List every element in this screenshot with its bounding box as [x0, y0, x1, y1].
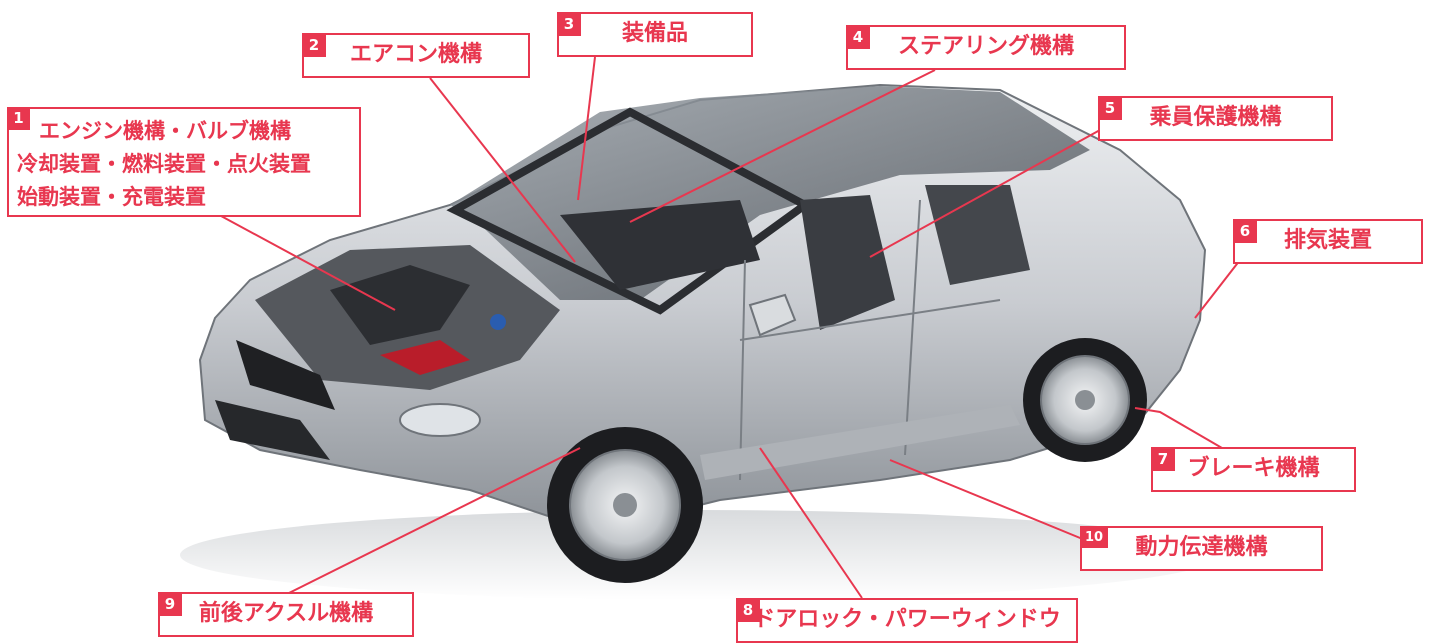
engine-block [330, 265, 470, 345]
dashboard [560, 200, 760, 290]
leader-line-5 [869, 129, 1101, 258]
leader-line-9 [284, 447, 581, 596]
leader-line-3 [577, 56, 596, 201]
leader-lines [209, 56, 1241, 599]
badge-5: 5 [1098, 96, 1122, 120]
badge-8: 8 [736, 598, 760, 622]
label-8-text: ドアロック・パワーウィンドウ [753, 607, 1061, 633]
side-sill [700, 405, 1020, 480]
leader-line-10 [889, 459, 1086, 541]
label-5-text: 乗員保護機構 [1149, 105, 1282, 131]
label-10-text: 動力伝達機構 [1135, 535, 1268, 561]
label-door-lock-power-window: ドアロック・パワーウィンドウ [736, 598, 1078, 643]
leader-line-8 [759, 447, 863, 599]
label-3-text: 装備品 [621, 21, 688, 47]
badge-2: 2 [302, 33, 326, 57]
headlight [399, 403, 481, 437]
side-mirror [748, 293, 797, 337]
label-1-line-2: 冷却装置・燃料装置・点火装置 [17, 152, 311, 176]
engine-red-parts [380, 340, 470, 375]
front-wheel [547, 427, 703, 583]
badge-3: 3 [557, 12, 581, 36]
label-2-text: エアコン機構 [349, 42, 482, 68]
leader-line-2 [429, 77, 576, 263]
label-1-line-3: 始動装置・充電装置 [17, 185, 206, 209]
label-brakes: ブレーキ機構 [1151, 447, 1356, 492]
ground-shadow [180, 510, 1220, 600]
front-seat [800, 195, 895, 330]
badge-1: 1 [7, 107, 30, 130]
badge-4: 4 [846, 25, 870, 49]
leader-line-1 [209, 209, 396, 311]
rear-seat [925, 185, 1030, 285]
label-axles: 前後アクスル機構 [158, 592, 414, 637]
label-6-text: 排気装置 [1283, 228, 1372, 254]
label-steering: ステアリング機構 [846, 25, 1126, 70]
badge-6: 6 [1233, 219, 1257, 243]
lower-intake [215, 400, 330, 460]
badge-9: 9 [158, 592, 182, 616]
leader-line-7 [1134, 407, 1223, 449]
rear-wheel [1023, 338, 1147, 462]
badge-10: 10 [1080, 526, 1108, 548]
label-air-conditioning: エアコン機構 [302, 33, 530, 78]
leader-line-4 [629, 69, 936, 223]
label-1-line-1: エンジン機構・バルブ機構 [39, 119, 291, 143]
reservoir-cap [490, 314, 506, 330]
label-7-text: ブレーキ機構 [1187, 456, 1320, 482]
leader-line-6 [1194, 259, 1241, 319]
label-9-text: 前後アクスル機構 [198, 601, 374, 627]
front-grille [236, 340, 335, 410]
label-occupant-protection: 乗員保護機構 [1098, 96, 1333, 141]
label-powertrain: 動力伝達機構 [1080, 526, 1323, 571]
label-equipment: 装備品 [557, 12, 753, 57]
label-4-text: ステアリング機構 [897, 34, 1074, 60]
label-exhaust: 排気装置 [1233, 219, 1423, 264]
badge-7: 7 [1151, 447, 1175, 471]
label-engine-systems: エンジン機構・バルブ機構 冷却装置・燃料装置・点火装置 始動装置・充電装置 [7, 107, 361, 217]
